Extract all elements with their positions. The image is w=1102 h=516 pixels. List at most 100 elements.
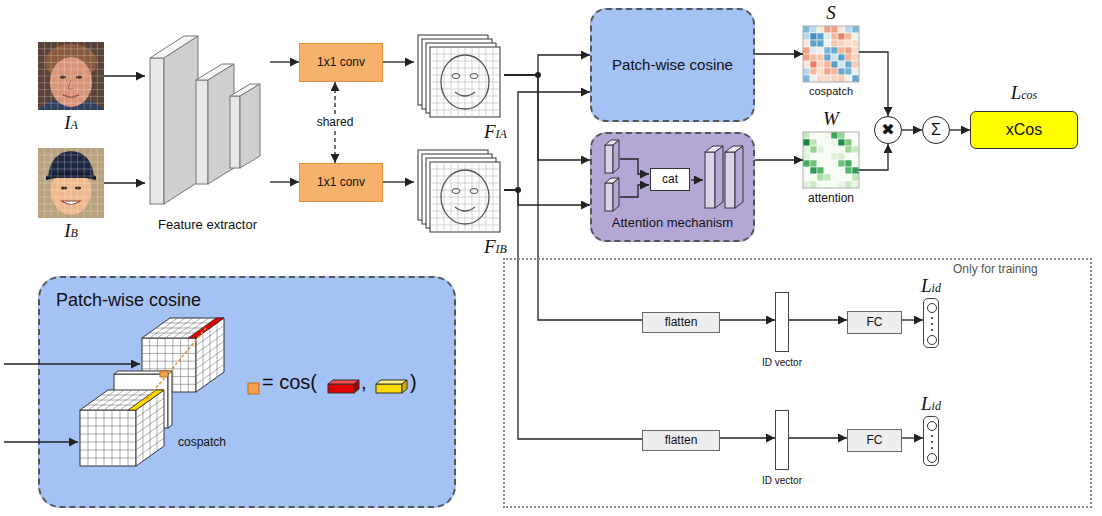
grid-line <box>90 148 91 218</box>
heat-cell <box>817 26 824 33</box>
heat-cell <box>817 40 824 47</box>
node-text: Feature extractor <box>158 218 257 233</box>
face-outline <box>441 55 489 109</box>
grid-line <box>172 338 173 392</box>
grid-line <box>80 442 136 443</box>
connector <box>504 55 590 75</box>
heat-cell <box>824 68 831 75</box>
heat-cell <box>824 75 831 82</box>
heat-cell <box>817 33 824 40</box>
attention-map: Wattention <box>803 132 859 188</box>
detail-panel: Patch-wise cosine <box>38 276 456 508</box>
conv-box: 1x1 conv <box>299 43 383 82</box>
grid-line <box>472 162 473 232</box>
heat-cell <box>817 54 824 61</box>
heat-cell <box>831 68 838 75</box>
node-text: xCos <box>1006 121 1042 139</box>
node-text: attention <box>808 192 854 206</box>
heat-cell <box>817 139 824 146</box>
heat-cell <box>845 61 852 68</box>
grid-line <box>90 42 91 110</box>
math-label: IB <box>64 220 78 242</box>
heat-cell <box>845 160 852 167</box>
output-unit <box>928 304 937 313</box>
connector <box>504 190 590 205</box>
math-label: FIB <box>484 236 507 258</box>
heat-cell <box>810 174 817 181</box>
connector <box>270 61 299 62</box>
heat-cell <box>852 40 859 47</box>
feature-vector-icon <box>376 380 407 393</box>
connector <box>755 53 803 54</box>
node-text: Attention mechanism <box>612 216 733 231</box>
heat-cell <box>831 174 838 181</box>
formula-text: cospatch <box>178 436 226 450</box>
node-text: ID vector <box>762 357 802 369</box>
connector <box>789 437 847 438</box>
grid-line <box>38 190 104 191</box>
feature-map: FIA <box>414 31 504 117</box>
heat-cell <box>824 26 831 33</box>
arrow-line <box>620 185 649 197</box>
front-face <box>605 145 613 173</box>
connector <box>789 319 847 320</box>
node-text: 1x1 conv <box>317 176 365 190</box>
node-text: ✖ <box>881 121 894 139</box>
connector <box>504 75 590 160</box>
front-face <box>705 152 715 208</box>
attention-heatmap <box>803 132 859 188</box>
heat-cell <box>838 132 845 139</box>
pairing-line <box>146 328 206 400</box>
heat-cell <box>810 33 817 40</box>
heat-cell <box>852 139 859 146</box>
heat-cell <box>831 61 838 68</box>
heat-cell <box>831 153 838 160</box>
grid-line <box>150 400 151 456</box>
node-text: Patch-wise cosine <box>56 290 201 311</box>
math-label: W <box>823 108 839 130</box>
heat-cell <box>838 68 845 75</box>
heat-cell <box>824 174 831 181</box>
front-face <box>605 183 613 211</box>
cnn-layer <box>230 84 260 168</box>
heat-cell <box>845 47 852 54</box>
heat-cell <box>824 33 831 40</box>
connector <box>755 159 803 160</box>
cosine-cell-icon <box>248 383 259 394</box>
photo-ground <box>38 42 104 110</box>
grid-line <box>38 96 104 97</box>
heat-cell <box>831 26 838 33</box>
side-face <box>735 146 743 208</box>
ellipsis-dot <box>931 317 933 319</box>
grid-line <box>479 47 480 117</box>
heat-cell <box>831 75 838 82</box>
feature-slab <box>725 146 743 208</box>
heat-cell <box>803 160 810 167</box>
feature-stack <box>418 150 500 232</box>
heat-cell <box>803 47 810 54</box>
output-box: LcosxCos <box>970 111 1078 149</box>
heat-cell <box>810 132 817 139</box>
eye <box>470 74 478 79</box>
heat-cell <box>845 132 852 139</box>
side-face <box>354 380 359 393</box>
heat-cell <box>838 26 845 33</box>
vector-box: ID vector <box>775 292 789 352</box>
cnn-layer <box>150 36 198 204</box>
eye <box>452 74 460 79</box>
heat-cell <box>831 132 838 139</box>
training-region: Only for trainingflattenID vectorFCLidfl… <box>503 258 1092 508</box>
heat-cell <box>838 75 845 82</box>
heat-cell <box>852 61 859 68</box>
heat-cell <box>824 54 831 61</box>
conv-box: 1x1 conv <box>299 163 383 202</box>
feature-sheet <box>430 47 500 117</box>
connector <box>950 129 970 130</box>
heat-cell <box>831 167 838 174</box>
front-face <box>80 410 136 466</box>
grid-line <box>38 82 104 83</box>
connector <box>104 75 145 76</box>
heat-cell <box>852 75 859 82</box>
face-photo <box>38 42 104 110</box>
math-label: FIA <box>484 121 507 143</box>
